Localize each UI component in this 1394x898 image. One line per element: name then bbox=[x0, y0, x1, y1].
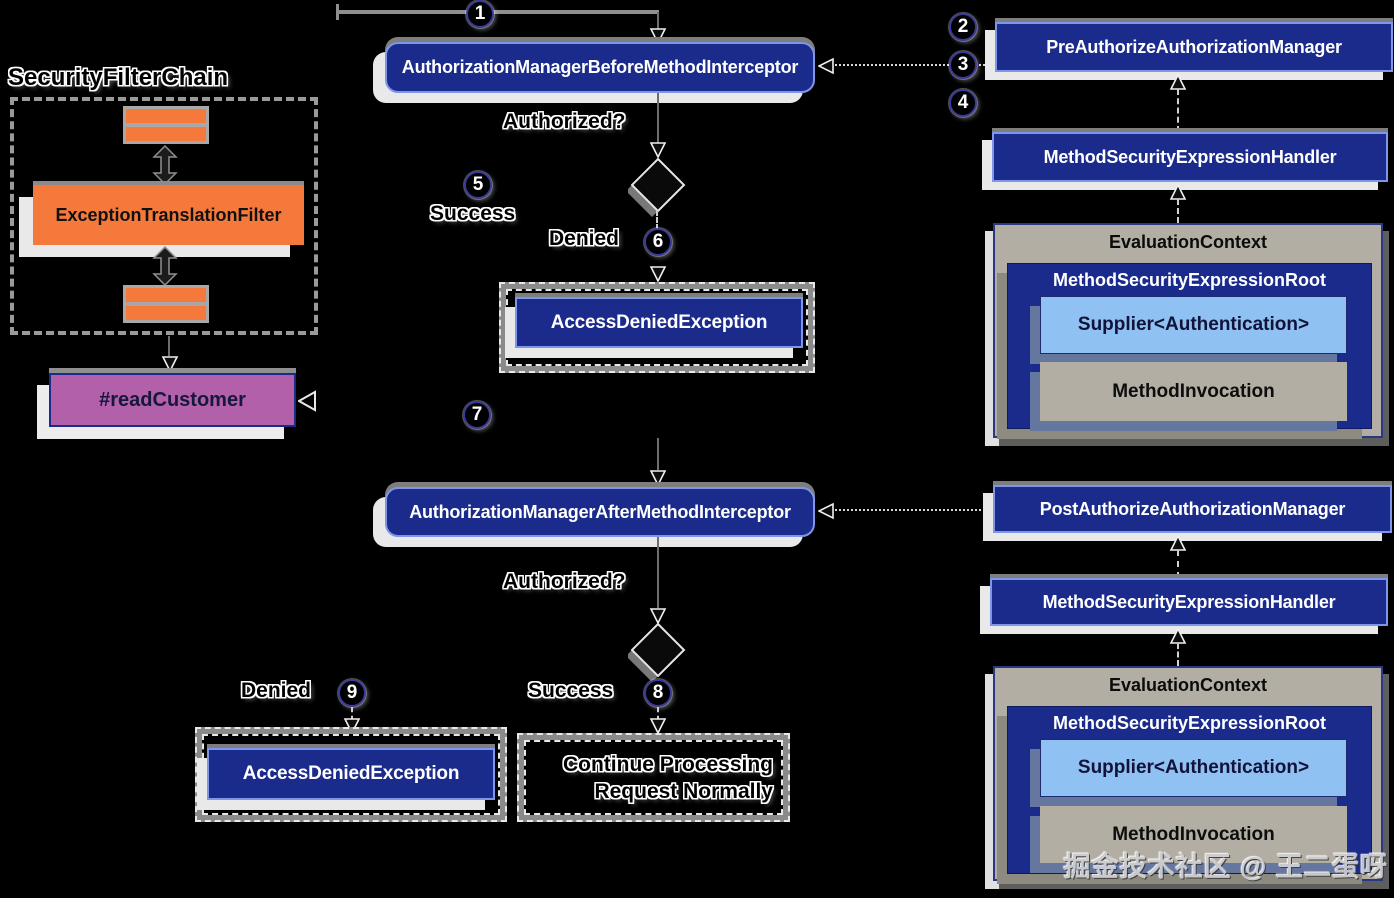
arrowhead-down-icon bbox=[649, 142, 667, 158]
filter-bar bbox=[126, 127, 206, 141]
label-authorized-2: Authorized? bbox=[503, 570, 626, 593]
arrowhead-down-icon bbox=[649, 718, 667, 734]
continue-line-1: Continue Processing bbox=[562, 753, 773, 776]
post-method-invocation: MethodInvocation bbox=[1040, 806, 1347, 863]
connector-dashed bbox=[1177, 89, 1179, 132]
node-before-interceptor: AuthorizationManagerBeforeMethodIntercep… bbox=[385, 42, 815, 93]
evaluation-context-title: EvaluationContext bbox=[1108, 675, 1268, 695]
connector-dashed bbox=[1177, 643, 1179, 666]
arrowhead-up-icon bbox=[1169, 628, 1187, 644]
node-pre-authorize-manager: PreAuthorizeAuthorizationManager bbox=[995, 22, 1393, 72]
arrowhead-down-icon bbox=[649, 266, 667, 282]
arrowhead-down-icon bbox=[161, 356, 179, 372]
connector-line bbox=[657, 93, 659, 143]
connector-dashed bbox=[657, 707, 659, 721]
step-circle-8: 8 bbox=[644, 679, 672, 707]
continue-container-inner: Continue Processing Request Normally bbox=[524, 740, 783, 815]
continue-container: Continue Processing Request Normally bbox=[517, 733, 790, 822]
arrowhead-left-icon bbox=[818, 502, 834, 520]
label-success-1: Success bbox=[430, 202, 516, 225]
connector-dashed bbox=[1177, 550, 1179, 578]
decision-diamond-2 bbox=[628, 622, 686, 682]
arrowhead-up-icon bbox=[1169, 74, 1187, 90]
evaluation-context-title: EvaluationContext bbox=[1108, 232, 1268, 252]
node-pre-expression-handler: MethodSecurityExpressionHandler bbox=[992, 132, 1388, 182]
expression-root-title: MethodSecurityExpressionRoot bbox=[1052, 713, 1327, 733]
watermark: 掘金技术社区 @ 王二蛋呀 bbox=[1063, 852, 1388, 882]
post-supplier-authentication: Supplier<Authentication> bbox=[1040, 739, 1347, 797]
expression-root-title: MethodSecurityExpressionRoot bbox=[1052, 270, 1327, 290]
pre-method-invocation: MethodInvocation bbox=[1040, 362, 1347, 421]
step-number: 4 bbox=[957, 92, 969, 113]
arrowhead-down-icon bbox=[343, 718, 361, 734]
step-circle-7: 7 bbox=[463, 401, 491, 429]
connector-dotted bbox=[823, 64, 993, 66]
connector-line bbox=[168, 336, 170, 356]
filter-bar bbox=[126, 306, 206, 320]
connector-line bbox=[657, 438, 659, 470]
double-arrow-icon bbox=[152, 145, 178, 185]
step-number: 2 bbox=[957, 16, 969, 37]
pre-evaluation-context: EvaluationContext MethodSecurityExpressi… bbox=[993, 223, 1383, 438]
node-exception-translation-filter: ExceptionTranslationFilter bbox=[33, 185, 304, 245]
node-read-customer: #readCustomer bbox=[49, 373, 296, 427]
filter-bar bbox=[126, 109, 206, 123]
step-circle-2: 2 bbox=[949, 13, 977, 41]
node-post-expression-handler: MethodSecurityExpressionHandler bbox=[990, 578, 1388, 626]
continue-line-2: Request Normally bbox=[594, 780, 773, 803]
step-circle-9: 9 bbox=[338, 679, 366, 707]
filter-bar bbox=[126, 288, 206, 302]
filter-bars-bottom bbox=[123, 285, 209, 323]
node-after-interceptor: AuthorizationManagerAfterMethodIntercept… bbox=[385, 487, 815, 537]
step-number: 9 bbox=[346, 682, 358, 703]
step-number: 1 bbox=[474, 3, 486, 24]
step-number: 7 bbox=[471, 404, 483, 425]
security-filter-chain-title: SecurityFilterChain bbox=[8, 64, 229, 91]
connector-dashed bbox=[351, 707, 353, 721]
node-access-denied-exception-1: AccessDeniedException bbox=[515, 297, 803, 348]
filter-bars-top bbox=[123, 106, 209, 144]
label-authorized-1: Authorized? bbox=[503, 110, 626, 133]
label-success-2: Success bbox=[528, 679, 614, 702]
arrowhead-left-icon bbox=[298, 390, 316, 412]
step-circle-3: 3 bbox=[949, 51, 977, 79]
step-number: 3 bbox=[957, 54, 969, 75]
post-evaluation-context: EvaluationContext MethodSecurityExpressi… bbox=[993, 666, 1383, 881]
double-arrow-icon bbox=[152, 246, 178, 286]
label-denied-2: Denied bbox=[241, 679, 312, 702]
arrowhead-left-icon bbox=[818, 57, 834, 75]
connector-line bbox=[657, 12, 659, 30]
arrowhead-up-icon bbox=[1169, 535, 1187, 551]
connector-dotted bbox=[823, 509, 993, 511]
arrowhead-down-icon bbox=[649, 470, 667, 486]
arrowhead-down-icon bbox=[649, 28, 667, 44]
arrowhead-up-icon bbox=[1169, 184, 1187, 200]
node-access-denied-exception-2: AccessDeniedException bbox=[207, 748, 495, 800]
step-number: 8 bbox=[652, 682, 664, 703]
label-denied-1: Denied bbox=[549, 227, 620, 250]
step-circle-1: 1 bbox=[466, 0, 494, 28]
connector-line bbox=[657, 537, 659, 608]
pre-supplier-authentication: Supplier<Authentication> bbox=[1040, 296, 1347, 354]
node-continue-processing: Continue Processing Request Normally bbox=[563, 751, 773, 805]
step-number: 6 bbox=[652, 231, 664, 252]
step-circle-6: 6 bbox=[644, 228, 672, 256]
node-post-authorize-manager: PostAuthorizeAuthorizationManager bbox=[993, 485, 1392, 533]
step-number: 5 bbox=[472, 174, 484, 195]
security-filter-chain-box bbox=[10, 97, 318, 335]
arrowhead-down-icon bbox=[649, 608, 667, 624]
connector-dashed bbox=[656, 210, 658, 230]
connector-line-top bbox=[337, 10, 659, 14]
decision-diamond-1 bbox=[628, 157, 686, 217]
step-circle-5: 5 bbox=[464, 171, 492, 199]
step-circle-4: 4 bbox=[949, 89, 977, 117]
connector-dashed bbox=[1177, 199, 1179, 223]
